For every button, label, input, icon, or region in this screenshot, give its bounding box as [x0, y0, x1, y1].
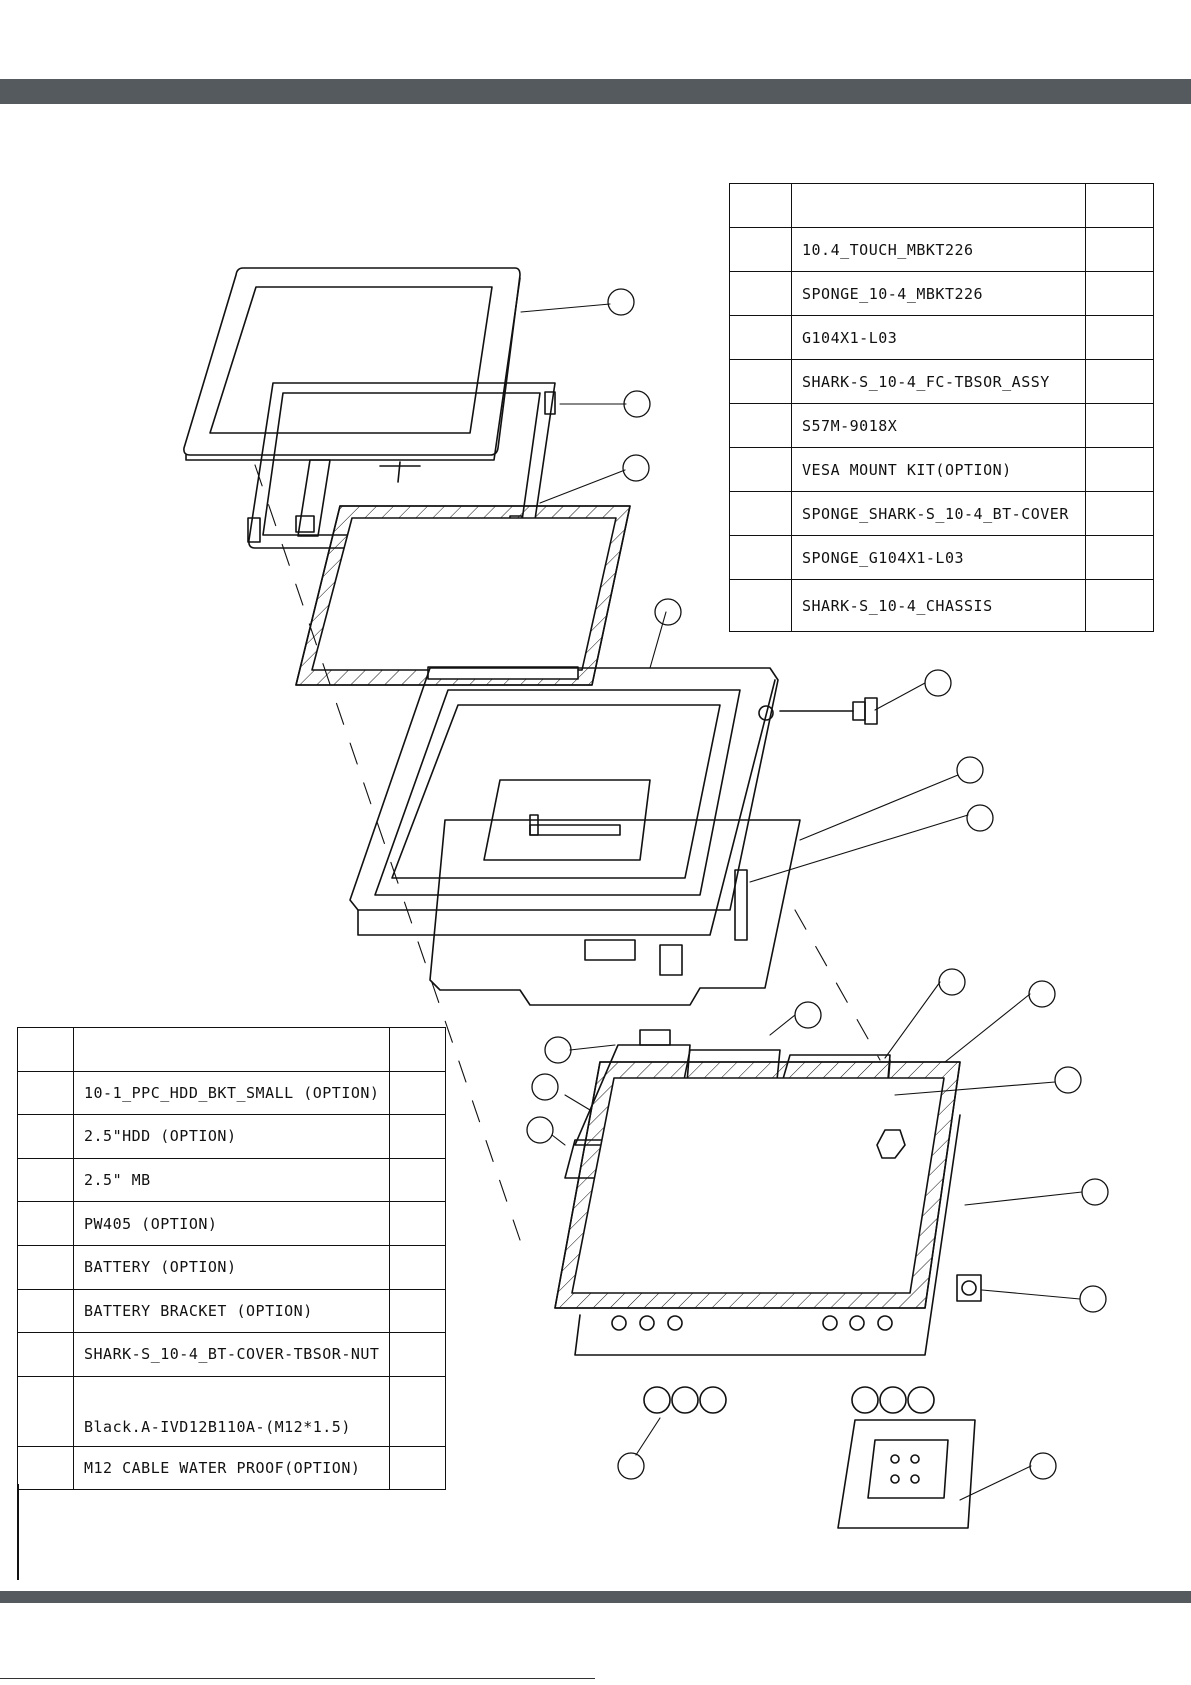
header-band	[0, 79, 1191, 104]
table-row: BATTERY (OPTION)	[17, 1244, 446, 1290]
part-name: SHARK-S_10-4_FC-TBSOR_ASSY	[791, 359, 1086, 404]
waterproof-nut-part	[956, 1274, 982, 1302]
back-cover-part	[574, 1114, 961, 1356]
table-row: Black.A-IVD12B110A-(M12*1.5)	[17, 1375, 446, 1447]
explosion-axis-lines	[254, 464, 881, 1241]
table-row: S57M-9018X	[729, 403, 1154, 448]
cable-glands-part	[643, 1386, 935, 1414]
side-connector-part	[779, 697, 878, 725]
part-name: Black.A-IVD12B110A-(M12*1.5)	[73, 1375, 390, 1447]
part-name: S57M-9018X	[791, 403, 1086, 448]
vesa-mount-part	[837, 1419, 976, 1529]
mounting-plate-part	[429, 819, 801, 1006]
part-name: M12 CABLE WATER PROOF(OPTION)	[73, 1445, 390, 1491]
back-cover-gasket-part	[554, 1061, 961, 1309]
table-row: SPONGE_10-4_MBKT226	[729, 271, 1154, 316]
table-row: 2.5"HDD (OPTION)	[17, 1114, 446, 1159]
part-name: 10.4_TOUCH_MBKT226	[791, 227, 1086, 272]
table-row: SPONGE_G104X1-L03	[729, 535, 1154, 580]
part-name: 10-1_PPC_HDD_BKT_SMALL (OPTION)	[73, 1070, 390, 1116]
parts-list-table-top: 10.4_TOUCH_MBKT226 SPONGE_10-4_MBKT226 G…	[729, 183, 1154, 632]
table-row: M12 CABLE WATER PROOF(OPTION)	[17, 1445, 446, 1491]
table-header-row	[17, 1027, 446, 1072]
table-header-row	[729, 183, 1154, 228]
part-name: 2.5"HDD (OPTION)	[73, 1114, 390, 1159]
table-row: 2.5" MB	[17, 1157, 446, 1203]
table-row: 10-1_PPC_HDD_BKT_SMALL (OPTION)	[17, 1070, 446, 1116]
part-name: SPONGE_10-4_MBKT226	[791, 271, 1086, 316]
footer-band	[0, 1591, 1191, 1603]
table-row: 10.4_TOUCH_MBKT226	[729, 227, 1154, 272]
table-extension-line	[17, 1484, 19, 1580]
table-row: SHARK-S_10-4_FC-TBSOR_ASSY	[729, 359, 1154, 404]
table-row: SHARK-S_10-4_BT-COVER-TBSOR-NUT	[17, 1332, 446, 1377]
footer-rule	[0, 1678, 595, 1679]
table-row: VESA MOUNT KIT(OPTION)	[729, 447, 1154, 492]
parts-list-table-bottom: 10-1_PPC_HDD_BKT_SMALL (OPTION) 2.5"HDD …	[17, 1027, 446, 1491]
table-row: SHARK-S_10-4_CHASSIS	[729, 579, 1154, 632]
touch-panel-part	[183, 267, 521, 461]
part-name: 2.5" MB	[73, 1157, 390, 1203]
leader-lines	[520, 303, 1083, 1501]
part-name: BATTERY (OPTION)	[73, 1244, 390, 1290]
part-name: VESA MOUNT KIT(OPTION)	[791, 447, 1086, 492]
chassis-part	[349, 667, 779, 936]
part-name: PW405 (OPTION)	[73, 1201, 390, 1246]
sponge-gasket-part	[295, 505, 631, 686]
part-name: G104X1-L03	[791, 315, 1086, 360]
part-name: SPONGE_SHARK-S_10-4_BT-COVER	[791, 491, 1086, 536]
part-name: SPONGE_G104X1-L03	[791, 535, 1086, 580]
table-row: PW405 (OPTION)	[17, 1201, 446, 1246]
part-name: BATTERY BRACKET (OPTION)	[73, 1288, 390, 1334]
table-row: SPONGE_SHARK-S_10-4_BT-COVER	[729, 491, 1154, 536]
item-balloons	[526, 288, 1109, 1480]
part-name: SHARK-S_10-4_BT-COVER-TBSOR-NUT	[73, 1332, 390, 1377]
part-name: SHARK-S_10-4_CHASSIS	[791, 579, 1086, 632]
table-row: BATTERY BRACKET (OPTION)	[17, 1288, 446, 1334]
table-row: G104X1-L03	[729, 315, 1154, 360]
